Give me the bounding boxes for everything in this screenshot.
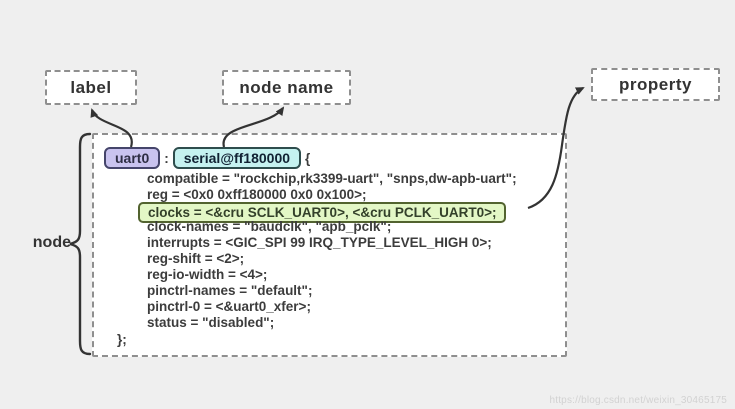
callout-node-name-text: node name <box>239 77 334 97</box>
open-brace: { <box>305 150 311 166</box>
callout-label-text: label <box>70 77 112 97</box>
code-line: compatible = "rockchip,rk3399-uart", "sn… <box>147 171 517 186</box>
callout-property-box: property <box>591 68 720 101</box>
label-separator: : <box>164 150 169 166</box>
code-line: reg = <0x0 0xff180000 0x0 0x100>; <box>147 187 367 202</box>
code-line: pinctrl-names = "default"; <box>147 283 313 298</box>
device-tree-code-box: uart0 : serial@ff180000 { compatible = "… <box>92 133 567 357</box>
callout-label-box: label <box>45 70 137 105</box>
callout-property-text: property <box>619 74 692 94</box>
code-line: pinctrl-0 = <&uart0_xfer>; <box>147 299 311 314</box>
code-line: status = "disabled"; <box>147 315 275 330</box>
code-line: reg-io-width = <4>; <box>147 267 268 282</box>
watermark: https://blog.csdn.net/weixin_30465175 <box>549 395 727 406</box>
node-brace <box>69 132 92 356</box>
node-name-chip: serial@ff180000 <box>172 147 302 169</box>
properties-after: clock-names = "baudclk", "apb_pclk";inte… <box>94 219 559 331</box>
highlighted-property-line: clocks = <&cru SCLK_UART0>, <&cru PCLK_U… <box>94 202 559 223</box>
highlighted-property-chip: clocks = <&cru SCLK_UART0>, <&cru PCLK_U… <box>138 202 507 223</box>
code-line: reg-shift = <2>; <box>147 251 245 266</box>
close-brace: }; <box>117 332 127 347</box>
code-line: interrupts = <GIC_SPI 99 IRQ_TYPE_LEVEL_… <box>147 235 492 250</box>
code-line: clock-names = "baudclk", "apb_pclk"; <box>147 219 392 234</box>
node-declaration-line: uart0 : serial@ff180000 { <box>104 145 559 171</box>
callout-node-name-box: node name <box>222 70 351 105</box>
properties-before: compatible = "rockchip,rk3399-uart", "sn… <box>94 171 559 203</box>
node-label-chip: uart0 <box>104 147 161 169</box>
callout-node-text: node <box>32 234 71 251</box>
